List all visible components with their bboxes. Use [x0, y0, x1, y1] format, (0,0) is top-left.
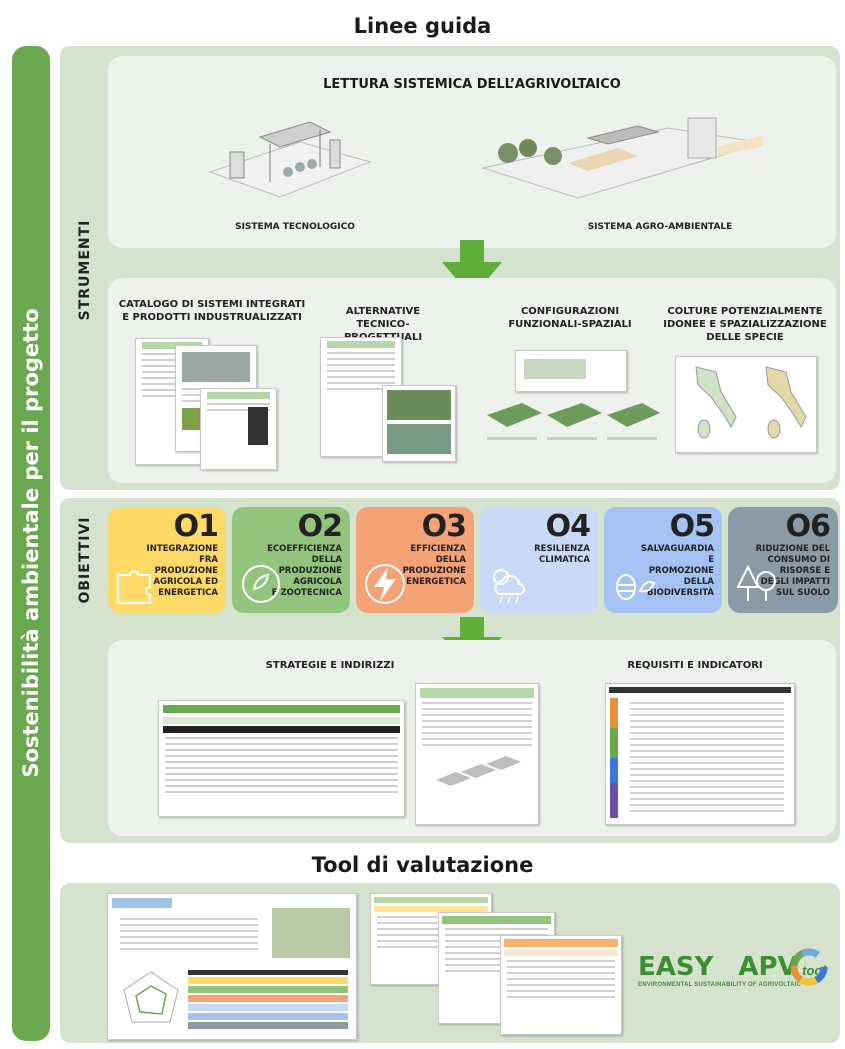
bee-bird-icon: [616, 574, 656, 600]
sidebar-bar: [12, 46, 50, 1041]
objective-o4: O4 RESILIENZA CLIMATICA: [480, 507, 598, 613]
tool-title: Tool di valutazione: [311, 853, 534, 877]
tool-form-3: [500, 935, 622, 1035]
tech-system-caption: SISTEMA TECNOLOGICO: [235, 222, 355, 232]
card-title-catalogo: CATALOGO DI SISTEMI INTEGRATI E PRODOTTI…: [118, 299, 306, 323]
easy-apv-logo: EASY APV tool ENVIRONMENTAL SUSTAINABILI…: [638, 948, 838, 1012]
objective-o5: O5 SALVAGUARDIA E PROMOZIONE DELLA BIODI…: [604, 507, 722, 613]
objective-text: SALVAGUARDIA E PROMOZIONE DELLA BIODIVER…: [640, 544, 714, 598]
puzzle-icon: [117, 570, 151, 604]
card-title-colture: COLTURE POTENZIALMENTE IDONEE E SPAZIALI…: [663, 306, 827, 343]
page-title: Linee guida: [353, 14, 492, 38]
weather-icon: [493, 569, 525, 604]
objective-o2: O2 ECOEFFICIENZA DELLA PRODUZIONE AGRICO…: [232, 507, 350, 613]
objective-code: O2: [297, 509, 343, 544]
objective-code: O5: [669, 509, 715, 544]
objective-text: INTEGRAZIONE FRA PRODUZIONE AGRICOLA ED …: [146, 544, 218, 598]
configurazioni-doc-1: [515, 350, 627, 392]
strategie-doc-illustration: [436, 756, 521, 786]
logo-ring-icon: [790, 948, 828, 986]
agro-system-illustration: [481, 117, 764, 199]
objective-text: EFFICIENZA DELLA PRODUZIONE ENERGETICA: [402, 544, 466, 587]
logo-tagline: ENVIRONMENTAL SUSTAINABILITY OF AGRIVOLT…: [638, 982, 802, 988]
objective-o1: O1 INTEGRAZIONE FRA PRODUZIONE AGRICOLA …: [108, 507, 226, 613]
tech-system-illustration: [208, 121, 372, 198]
strategie-table: [158, 700, 405, 817]
colture-maps: [675, 356, 817, 453]
objective-text: ECOEFFICIENZA DELLA PRODUZIONE AGRICOLA …: [267, 544, 342, 598]
down-arrow-icon: [442, 240, 502, 298]
alternative-doc-2: [382, 385, 456, 462]
objective-code: O6: [785, 509, 831, 544]
catalogo-doc-3: [200, 388, 277, 470]
objective-code: O3: [421, 509, 467, 544]
tool-radar-chart: [123, 971, 179, 1023]
logo-easy-text: EASY: [638, 952, 714, 982]
sidebar-label: Sostenibilità ambientale per il progetto: [19, 308, 43, 778]
objective-o3: O3 EFFICIENZA DELLA PRODUZIONE ENERGETIC…: [356, 507, 474, 613]
leaf-cycle-icon: [242, 565, 280, 603]
objective-code: O4: [545, 509, 591, 544]
tool-report-sheet: [107, 893, 357, 1040]
strumenti-label: STRUMENTI: [77, 219, 93, 321]
objective-code: O1: [173, 509, 219, 544]
configurazioni-illustration: [487, 403, 660, 440]
requisiti-table: [605, 683, 795, 825]
requisiti-title: REQUISITI E INDICATORI: [627, 660, 763, 671]
lightning-icon: [365, 564, 405, 604]
logo-apv-text: APV: [738, 952, 798, 982]
lettura-title: LETTURA SISTEMICA DELL’AGRIVOLTAICO: [323, 77, 621, 92]
obiettivi-label: OBIETTIVI: [77, 516, 93, 604]
objective-text: RESILIENZA CLIMATICA: [534, 544, 590, 565]
strategie-title: STRATEGIE E INDIRIZZI: [265, 660, 395, 671]
card-title-configurazioni: CONFIGURAZIONI FUNZIONALI-SPAZIALI: [508, 306, 632, 330]
strategie-document: [415, 683, 539, 825]
agro-system-caption: SISTEMA AGRO-AMBIENTALE: [587, 222, 733, 232]
objective-o6: O6 RIDUZIONE DEL CONSUMO DI RISORSE E DE…: [728, 507, 838, 613]
tree-icon: [736, 564, 776, 601]
